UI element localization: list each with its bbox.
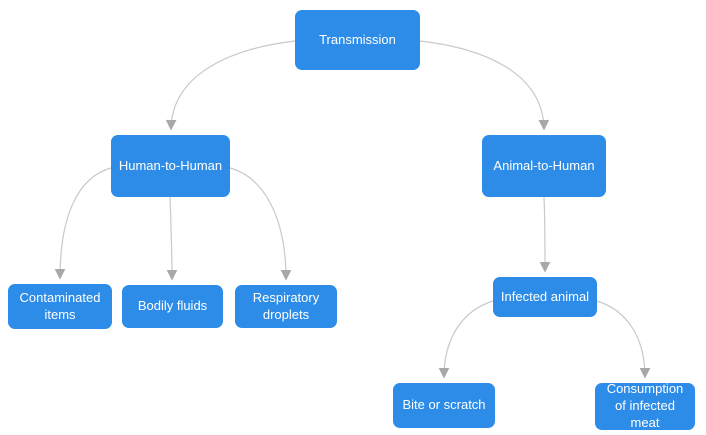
node-consumption-of-infected-meat-label: Consumption of infected meat [606,381,684,430]
node-respiratory-droplets[interactable]: Respiratory droplets [235,285,337,328]
edge-human-to-human-to-bodily-fluids [166,196,178,281]
edge-animal-to-human-to-infected-animal [539,196,551,273]
node-animal-to-human-label: Animal-to-Human [493,157,595,173]
node-respiratory-droplets-label: Respiratory droplets [252,289,320,322]
edge-human-to-human-to-contaminated-items [54,167,112,280]
node-transmission[interactable]: Transmission [295,10,420,70]
node-bodily-fluids[interactable]: Bodily fluids [122,285,223,328]
node-contaminated-items[interactable]: Contaminated items [8,284,112,329]
node-infected-animal-label: Infected animal [500,288,590,304]
node-animal-to-human[interactable]: Animal-to-Human [482,135,606,197]
edge-infected-animal-to-consumption-meat [596,300,651,379]
edge-transmission-to-human-to-human [165,40,296,131]
edge-human-to-human-to-respiratory-droplets [229,167,292,281]
node-bite-or-scratch[interactable]: Bite or scratch [393,383,495,428]
node-human-to-human[interactable]: Human-to-Human [111,135,230,197]
node-contaminated-items-label: Contaminated items [19,289,101,322]
node-infected-animal[interactable]: Infected animal [493,277,597,317]
node-bodily-fluids-label: Bodily fluids [137,298,208,314]
node-bite-or-scratch-label: Bite or scratch [402,397,486,413]
node-human-to-human-label: Human-to-Human [118,157,223,173]
edge-infected-animal-to-bite-or-scratch [438,300,494,379]
node-consumption-of-infected-meat[interactable]: Consumption of infected meat [595,381,695,430]
edge-transmission-to-animal-to-human [419,40,550,131]
node-transmission-label: Transmission [319,31,396,47]
